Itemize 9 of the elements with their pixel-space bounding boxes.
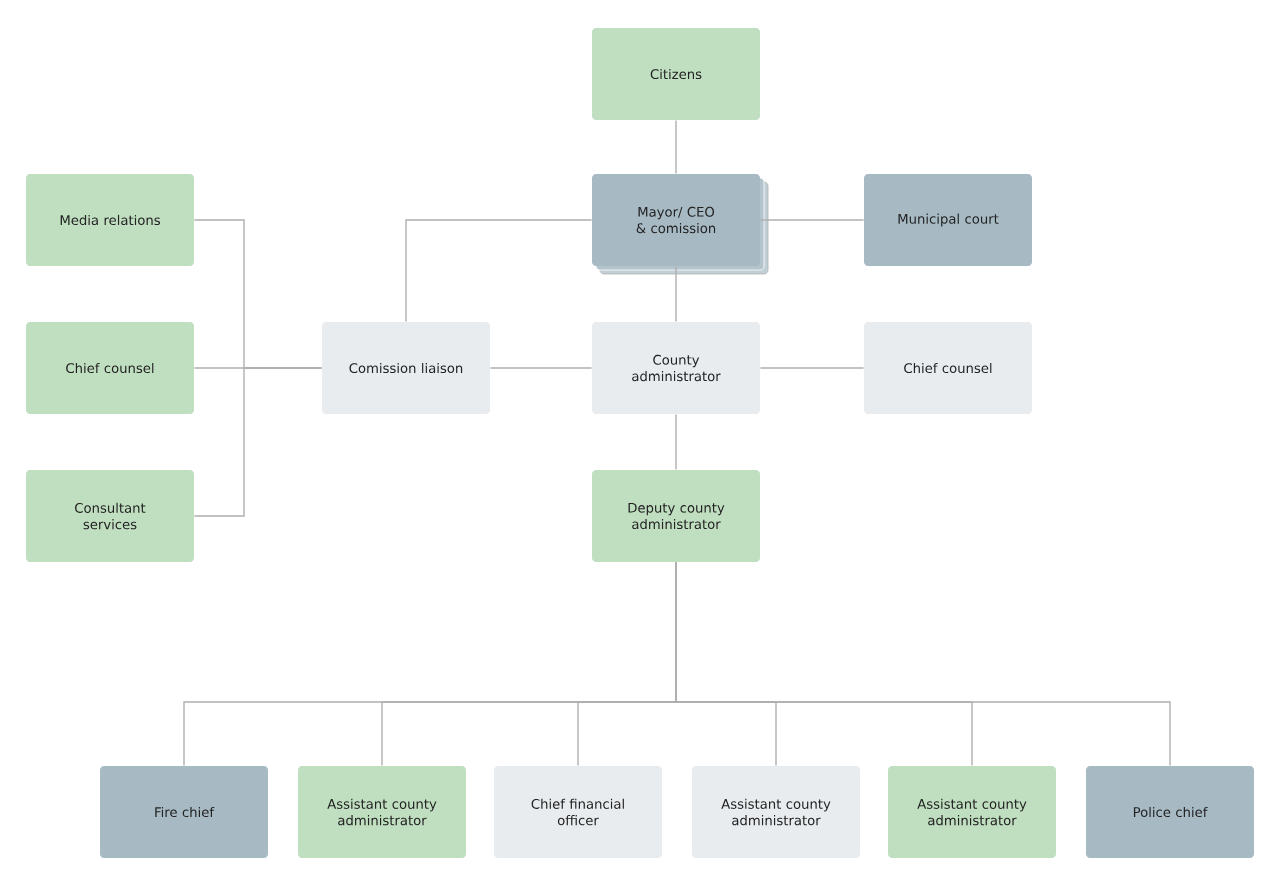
connector-line: [193, 367, 323, 517]
connector-line: [675, 119, 677, 175]
connector-line: [759, 367, 865, 369]
connector-line: [675, 413, 677, 471]
connector-line: [759, 219, 865, 221]
connector-line: [405, 219, 593, 323]
connector-line: [675, 561, 1171, 767]
connector-line: [675, 265, 677, 323]
connector-line: [489, 367, 593, 369]
